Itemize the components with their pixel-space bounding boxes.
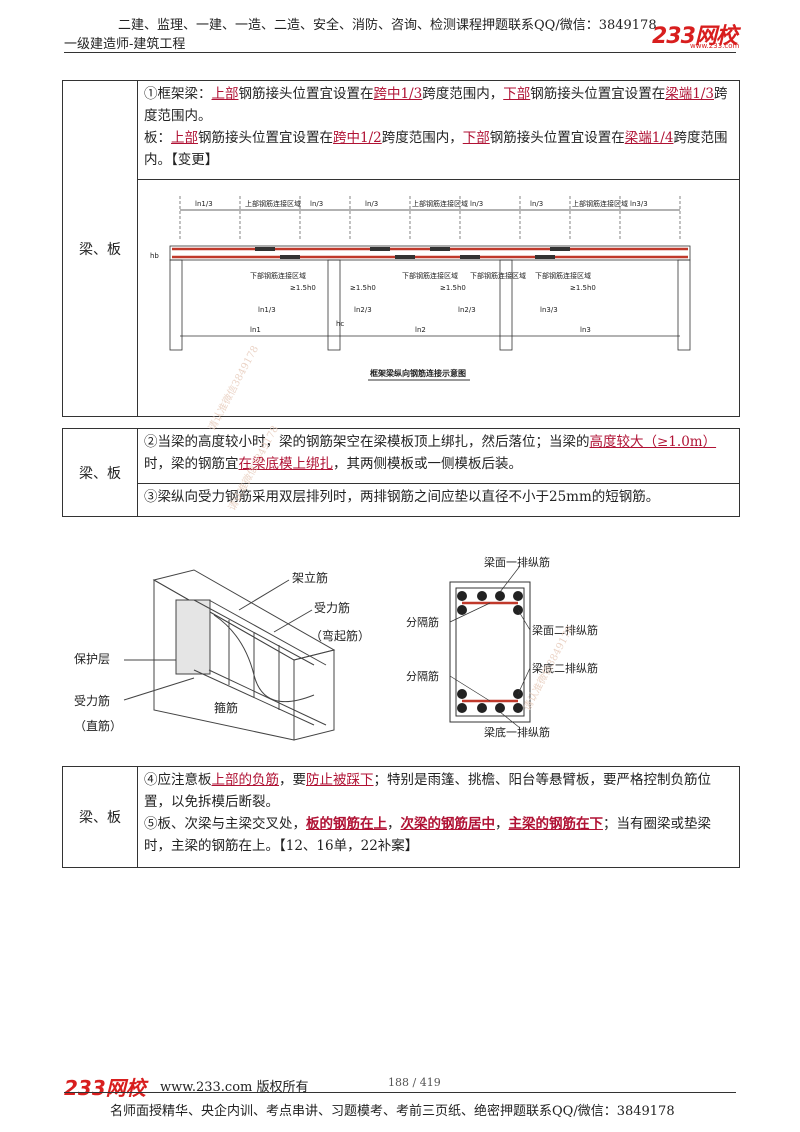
- text: 板：: [144, 130, 171, 146]
- highlight: 板的钢筋在上: [306, 816, 387, 832]
- dim-label: ln1/3: [258, 306, 276, 314]
- text: ，: [495, 816, 509, 832]
- footer-rule: [64, 1092, 736, 1093]
- highlight: 高度较大（≥1.0m）: [589, 434, 717, 450]
- dim-label: ln/3: [470, 200, 483, 208]
- callout: （直筋）: [74, 718, 122, 733]
- header-courses: 二建、监理、一建、一造、二造、安全、消防、咨询、检测课程押题联系QQ/微信：38…: [118, 18, 657, 33]
- highlight: 次梁的钢筋居中: [400, 816, 496, 832]
- header-rule: [64, 52, 736, 53]
- text: 钢筋接头位置宜设置在: [489, 130, 625, 146]
- dim-label: 上部钢筋连接区域: [245, 199, 301, 208]
- span-label: ln3: [580, 326, 591, 334]
- figure-caption: 框架梁纵向钢筋连接示意图: [370, 368, 466, 378]
- dim-label: ln3/3: [540, 306, 558, 314]
- dim-label: ≥1.5h0: [570, 284, 596, 292]
- callout: 分隔筋: [406, 669, 439, 683]
- figure-cell: ln1/3 上部钢筋连接区域 ln/3 ln/3 上部钢筋连接区域 ln/3 l…: [137, 179, 740, 417]
- highlight: 主梁的钢筋在下: [508, 816, 604, 832]
- callout: 受力筋: [314, 600, 350, 615]
- highlight: 跨中1/2: [333, 130, 382, 146]
- text: ，要: [279, 772, 306, 788]
- dim-label: ln2/3: [354, 306, 372, 314]
- highlight: 上部: [171, 130, 198, 146]
- dim-label: ≥1.5h0: [440, 284, 466, 292]
- hb-label: hb: [150, 252, 159, 260]
- highlight: 下部: [503, 86, 531, 102]
- dim-label: 下部钢筋连接区域: [470, 271, 526, 280]
- callout: 梁底二排纵筋: [532, 661, 598, 675]
- brand-logo-url: www.233.com: [690, 42, 740, 50]
- text: ，: [387, 816, 401, 832]
- frame-beam-diagram: ln1/3 上部钢筋连接区域 ln/3 ln/3 上部钢筋连接区域 ln/3 l…: [150, 196, 691, 381]
- callout: 分隔筋: [406, 615, 439, 629]
- header-subject: 一级建造师-建筑工程: [64, 37, 186, 52]
- highlight: 跨中1/3: [373, 86, 423, 102]
- text: ④应注意板: [144, 772, 212, 788]
- callout: 箍筋: [214, 700, 238, 715]
- text: 跨度范围内，: [381, 130, 463, 146]
- text: ①框架梁：: [144, 86, 212, 102]
- span-label: ln1: [250, 326, 261, 334]
- double-layer-text: ③梁纵向受力钢筋采用双层排列时，两排钢筋之间应垫以直径不小于25mm的短钢筋。: [137, 483, 740, 517]
- section-label: 梁、板: [62, 766, 138, 868]
- dim-label: 下部钢筋连接区域: [250, 271, 306, 280]
- slab-rebar-text: ④应注意板上部的负筋，要防止被踩下；特别是雨篷、挑檐、阳台等悬臂板，要严格控制负…: [137, 766, 740, 868]
- text: 时，梁的钢筋宜: [144, 456, 239, 472]
- dim-label: ln3/3: [630, 200, 648, 208]
- text: 跨度范围内，: [422, 86, 504, 102]
- highlight: 上部: [211, 86, 239, 102]
- span-label: ln2: [415, 326, 426, 334]
- dim-label: ≥1.5h0: [290, 284, 316, 292]
- beam-cross-section: 梁面一排纵筋 分隔筋 梁面二排纵筋 分隔筋 梁底二排纵筋 梁底一排纵筋: [406, 555, 598, 739]
- dim-label: 上部钢筋连接区域: [412, 199, 468, 208]
- text: ；特别是雨篷、挑檐、阳台等悬臂板，要严格控制负筋位置，以免拆模后断裂。: [144, 772, 711, 810]
- dim-label: ≥1.5h0: [350, 284, 376, 292]
- hc-label: hc: [336, 320, 344, 328]
- section-table-3: 梁、板 ④应注意板上部的负筋，要防止被踩下；特别是雨篷、挑檐、阳台等悬臂板，要严…: [62, 766, 740, 868]
- highlight: 下部: [462, 130, 490, 146]
- section-table-1: 梁、板 ①框架梁：上部钢筋接头位置宜设置在跨中1/3跨度范围内，下部钢筋接头位置…: [62, 80, 740, 417]
- text: ，其两侧模板或一侧模板后装。: [333, 456, 522, 472]
- highlight: 在梁底模上绑扎: [238, 456, 334, 472]
- beam-height-text: ②当梁的高度较小时，梁的钢筋架空在梁模板顶上绑扎，然后落位；当梁的高度较大（≥1…: [137, 428, 740, 484]
- callout: 保护层: [74, 652, 110, 666]
- footer-logo: 233网校: [64, 1076, 146, 1100]
- callout: （弯起筋）: [310, 628, 370, 643]
- text: ；当有圈梁或垫梁时，主梁的钢筋在上。【12、16单，22补案】: [144, 816, 711, 854]
- dim-label: ln2/3: [458, 306, 476, 314]
- text: 跨度范围内。: [144, 86, 728, 124]
- footer-contact: 名师面授精华、央企内训、考点串讲、习题模考、考前三页纸、绝密押题联系QQ/微信：…: [110, 1104, 675, 1119]
- dim-label: ln1/3: [195, 200, 213, 208]
- text: 钢筋接头位置宜设置在: [198, 130, 333, 146]
- beam-rebar-isometric: 架立筋 受力筋 （弯起筋） 保护层 受力筋 （直筋） 箍筋: [74, 569, 370, 741]
- text: 钢筋接头位置宜设置在: [238, 86, 374, 102]
- callout: 受力筋: [74, 693, 110, 708]
- dim-label: 上部钢筋连接区域: [572, 199, 628, 208]
- dim-label: ln/3: [365, 200, 378, 208]
- dim-label: ln/3: [530, 200, 543, 208]
- brand-logo: 233网校: [652, 24, 738, 49]
- highlight: 防止被踩下: [306, 772, 374, 788]
- dim-label: 下部钢筋连接区域: [402, 271, 458, 280]
- highlight: 梁端1/3: [665, 86, 714, 102]
- frame-beam-text: ①框架梁：上部钢筋接头位置宜设置在跨中1/3跨度范围内，下部钢筋接头位置宜设置在…: [137, 80, 740, 180]
- callout: 梁面一排纵筋: [484, 555, 550, 569]
- section-table-2: 梁、板 ②当梁的高度较小时，梁的钢筋架空在梁模板顶上绑扎，然后落位；当梁的高度较…: [62, 428, 740, 517]
- callout: 架立筋: [292, 570, 328, 585]
- dim-label: 下部钢筋连接区域: [535, 271, 591, 280]
- text: 跨度范围内。【变更】: [144, 130, 728, 168]
- text: ⑤板、次梁与主梁交叉处，: [144, 816, 306, 832]
- dim-label: ln/3: [310, 200, 323, 208]
- highlight: 梁端1/4: [624, 130, 674, 146]
- highlight: 上部的负筋: [211, 772, 280, 788]
- callout: 梁底一排纵筋: [484, 725, 550, 739]
- section-label: 梁、板: [62, 80, 138, 417]
- page-number: 188 / 419: [388, 1076, 441, 1089]
- callout: 梁面二排纵筋: [532, 623, 598, 637]
- section-label: 梁、板: [62, 428, 138, 517]
- text: 钢筋接头位置宜设置在: [530, 86, 666, 102]
- footer-site[interactable]: www.233.com 版权所有: [160, 1080, 309, 1095]
- text: ②当梁的高度较小时，梁的钢筋架空在梁模板顶上绑扎，然后落位；当梁的: [144, 434, 590, 450]
